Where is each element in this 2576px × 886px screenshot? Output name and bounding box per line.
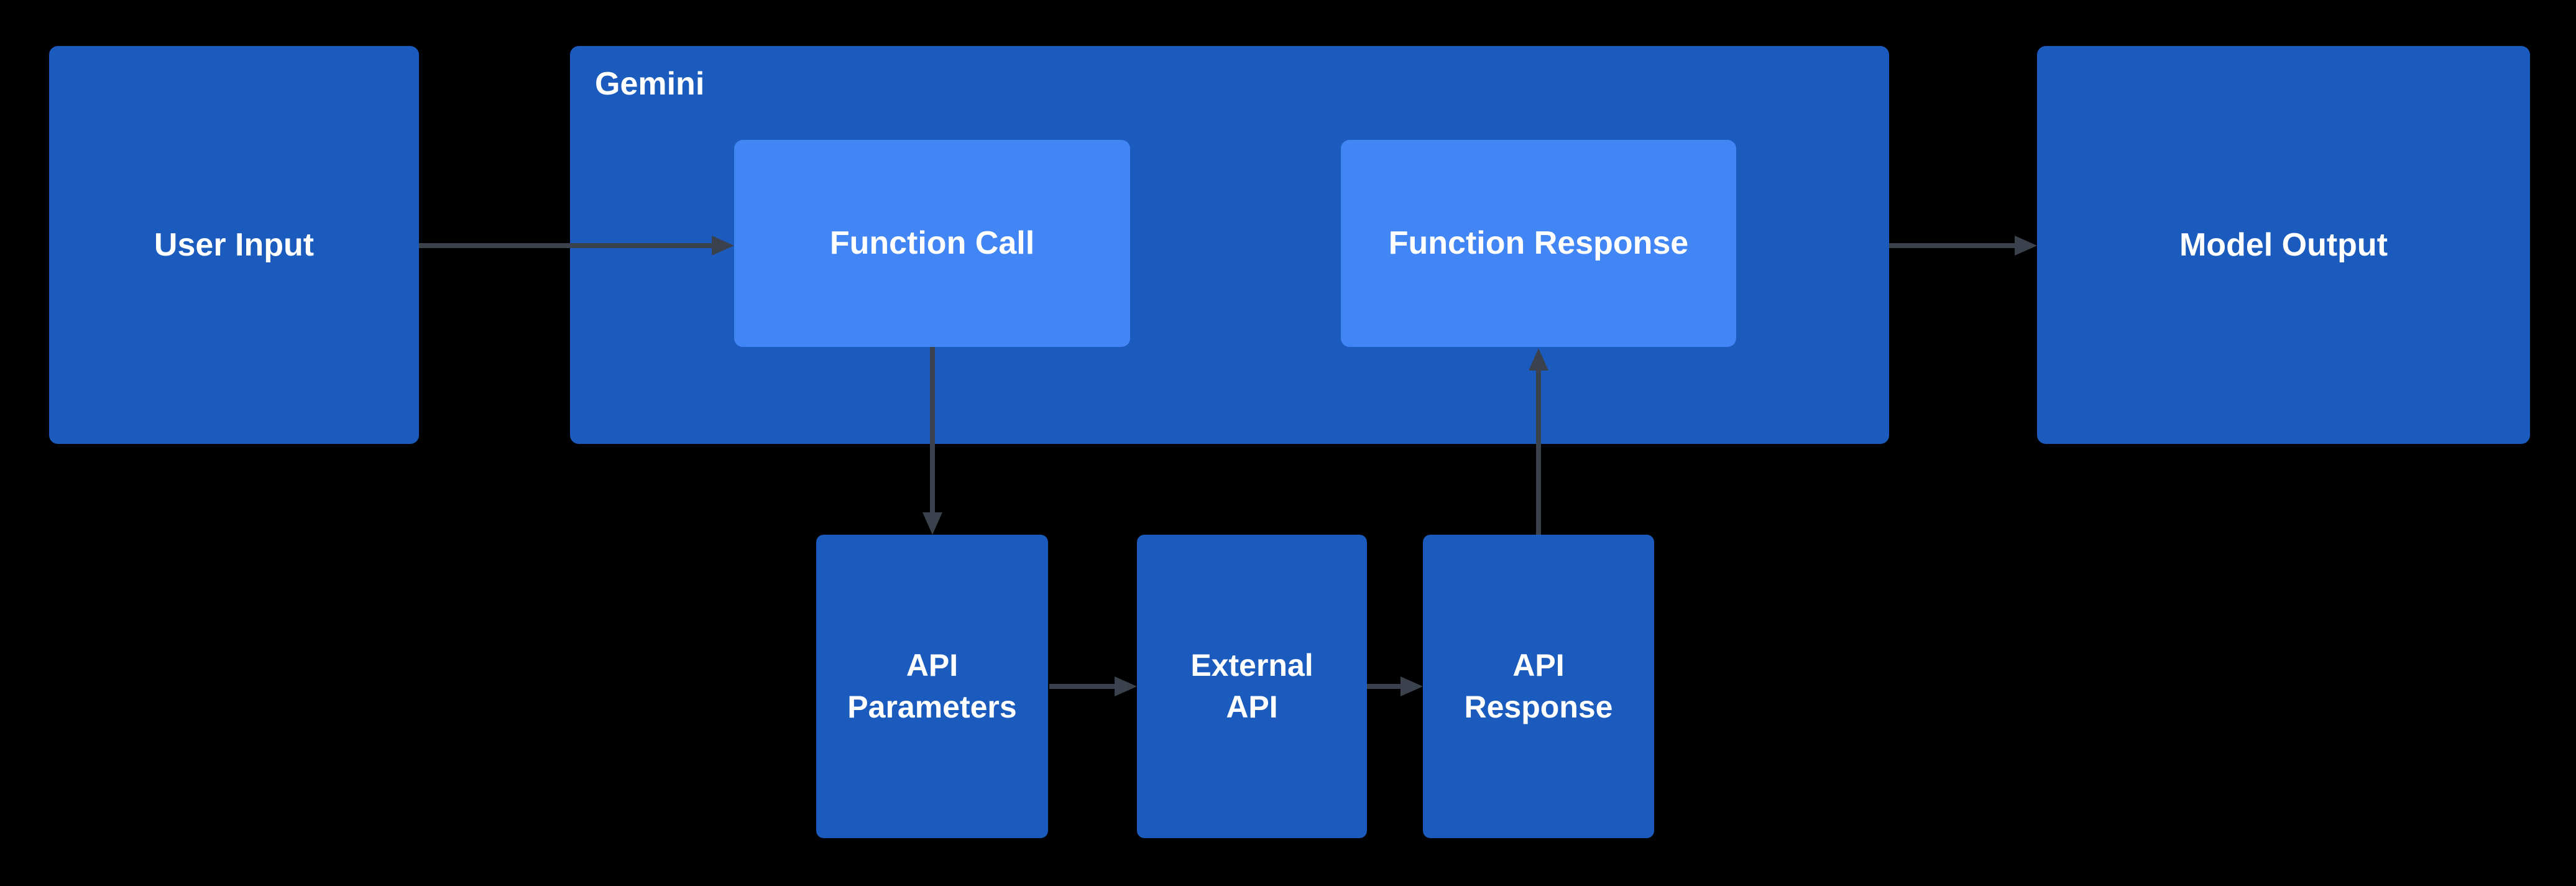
model-output-label: Model Output [2179,226,2388,263]
arrow-external-api-to-api-response [1367,676,1423,696]
function-call-node: Function Call [734,140,1130,347]
user-input-node: User Input [49,46,419,444]
arrowhead-down-icon [922,512,942,535]
external-api-label: External API [1190,648,1313,724]
arrow-api-parameters-to-external-api [1049,676,1137,696]
api-response-node: API Response [1423,535,1654,838]
function-response-label: Function Response [1388,225,1689,262]
function-call-label: Function Call [829,225,1035,262]
api-response-label: API Response [1464,648,1613,724]
user-input-label: User Input [154,226,315,263]
arrowhead-right-icon [1115,676,1137,696]
api-parameters-label: API Parameters [847,648,1017,724]
arrow-gemini-to-model-output [1889,236,2037,256]
function-response-node: Function Response [1341,140,1736,347]
model-output-node: Model Output [2037,46,2530,444]
arrowhead-right-icon [1401,676,1423,696]
arrowhead-right-icon [2015,236,2037,256]
api-parameters-node: API Parameters [816,535,1048,838]
gemini-container-title: Gemini [595,66,705,102]
external-api-node: External API [1137,535,1367,838]
